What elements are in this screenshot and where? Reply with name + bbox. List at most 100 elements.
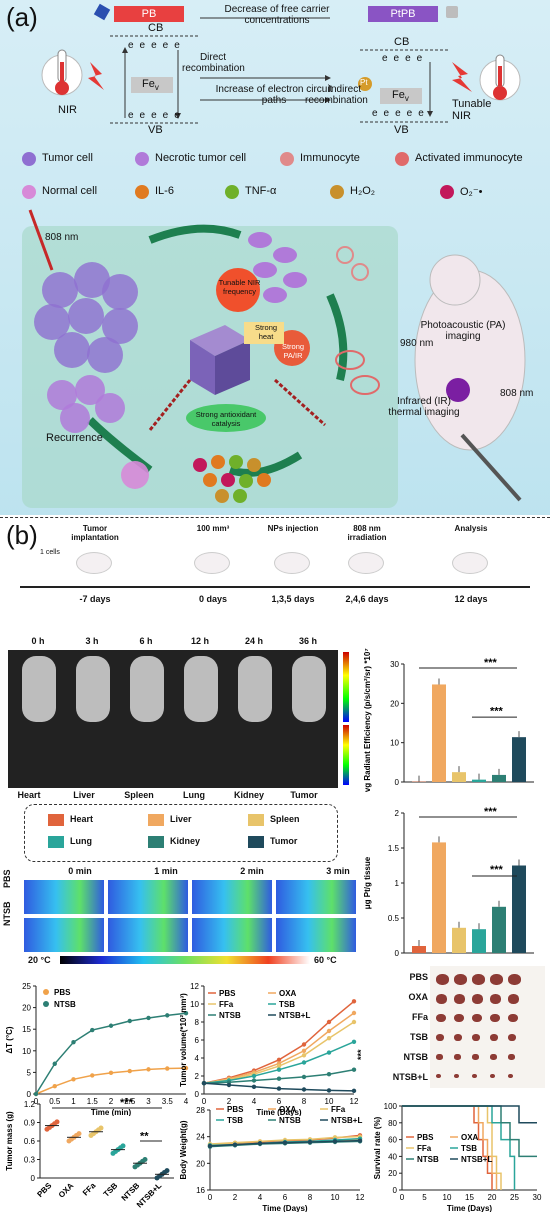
tumor-sample-icon <box>472 974 485 986</box>
sig-label-2: *** <box>490 864 504 876</box>
legend-label: TNF-α <box>245 185 277 197</box>
nm980-label: 980 nm <box>400 338 434 349</box>
data-point <box>351 1088 357 1094</box>
tumor-sample-icon <box>436 974 449 986</box>
legend-label: TSB <box>279 1000 295 1009</box>
tumor-sample-icon <box>454 974 467 986</box>
x-tick-label: OXA <box>57 1181 76 1200</box>
y-tick-label: 24 <box>196 1133 205 1142</box>
y-tick-label: 40 <box>388 1152 397 1161</box>
mouse-icon <box>194 552 230 574</box>
x-tick-label: 30 <box>533 1193 542 1202</box>
y-tick-label: 8 <box>195 1018 200 1027</box>
y-tick-label: 2 <box>195 1072 200 1081</box>
data-point <box>90 1027 95 1033</box>
tunable-freq-bubble <box>216 268 260 312</box>
organ-legend-label: Spleen <box>270 814 300 824</box>
mouse-icon <box>274 552 310 574</box>
x-tick-label: 12 <box>350 1097 359 1106</box>
data-point <box>301 1060 307 1065</box>
thermal-scale-min: 20 °C <box>28 955 51 965</box>
tumor-sample-icon <box>490 1054 497 1060</box>
x-tick-label: 2 <box>227 1097 232 1106</box>
data-point <box>326 1088 332 1093</box>
data-point <box>52 1061 57 1066</box>
legend-label: FFa <box>417 1144 432 1153</box>
data-point <box>351 1010 357 1016</box>
time-label: 24 h <box>244 636 263 646</box>
data-point <box>52 1084 57 1089</box>
y-tick-label: 25 <box>22 982 31 991</box>
sig-label-2: ** <box>140 1131 149 1143</box>
y-tick-label: 0.6 <box>24 1137 36 1146</box>
data-point <box>71 1077 76 1082</box>
photo-row-label: PBS <box>409 972 428 982</box>
legend-label: Normal cell <box>42 185 98 197</box>
cells-label: 1 cells <box>40 549 60 556</box>
x-tick-label: 10 <box>331 1193 340 1202</box>
photo-row-label: FFa <box>411 1012 428 1022</box>
x-tick-label: 0 <box>34 1097 39 1106</box>
x-tick-label: 10 <box>443 1193 452 1202</box>
data-point <box>276 1063 282 1069</box>
data-point <box>165 1013 170 1018</box>
thermal-time: 0 min <box>68 866 92 876</box>
legend-label: FFa <box>219 1000 234 1009</box>
legend-swatch-icon <box>440 185 454 199</box>
thermal-image <box>24 918 104 952</box>
data-point <box>276 1086 282 1091</box>
data-point <box>351 1039 357 1044</box>
bar <box>512 737 526 782</box>
panel-a-label: (a) <box>6 2 38 32</box>
sig-label: *** <box>484 657 498 669</box>
y-tick-label: 0.3 <box>24 1156 36 1165</box>
legend-swatch-icon <box>330 185 344 199</box>
thermal-image <box>108 918 188 952</box>
data-point <box>276 1057 282 1062</box>
legend-label: NTSB <box>54 1000 76 1009</box>
tumor-sample-icon <box>472 1014 482 1023</box>
thermal-image <box>276 918 356 952</box>
data-point <box>282 1140 288 1145</box>
thermal-time: 3 min <box>326 866 350 876</box>
legend-label: PBS <box>227 1105 244 1114</box>
x-tick-label: 6 <box>277 1097 282 1106</box>
timeline-day: -7 days <box>79 594 111 604</box>
y-tick-label: 20 <box>390 699 399 708</box>
x-tick-label: TSB <box>102 1181 120 1199</box>
data-point <box>142 1157 148 1162</box>
nir-label: NIR <box>58 104 77 116</box>
data-point <box>301 1048 307 1053</box>
data-point <box>251 1084 257 1089</box>
tumor-sample-icon <box>472 1054 479 1060</box>
cycle-arrow-right <box>326 293 348 381</box>
tumor-sample-icon <box>508 1014 518 1023</box>
x-tick-label: 0 <box>400 1193 405 1202</box>
nm808b-label: 808 nm <box>500 388 534 399</box>
legend-swatch-icon <box>280 152 294 166</box>
panel-separator <box>0 517 550 518</box>
data-point <box>301 1074 307 1080</box>
y-tick-label: 20 <box>388 1169 397 1178</box>
legend-swatch-icon <box>395 152 409 166</box>
y-tick-label: 12 <box>190 982 199 991</box>
cycle-arrow-bottom <box>228 451 303 477</box>
tumor-sample-icon <box>454 994 466 1004</box>
nm808-label: 808 nm <box>45 232 79 243</box>
x-tick-label: PBS <box>35 1181 53 1199</box>
tumor-sample-icon <box>472 994 484 1004</box>
thermometer-left-icon <box>41 49 83 96</box>
organ-legend-label: Lung <box>70 836 92 846</box>
electrons-top-left: eeeee <box>128 40 186 51</box>
fe-label-left: Fev <box>142 78 159 93</box>
legend-label: IL-6 <box>155 185 174 197</box>
legend-label: Immunocyte <box>300 152 360 164</box>
data-point <box>201 1081 207 1086</box>
y-axis-label: Tumor volume(*10² mm³) <box>179 993 188 1087</box>
data-point <box>33 1091 39 1097</box>
organ-legend-label: Tumor <box>270 836 298 846</box>
x-axis-label: Time (Days) <box>256 1108 302 1116</box>
x-tick-label: 12 <box>356 1193 365 1202</box>
